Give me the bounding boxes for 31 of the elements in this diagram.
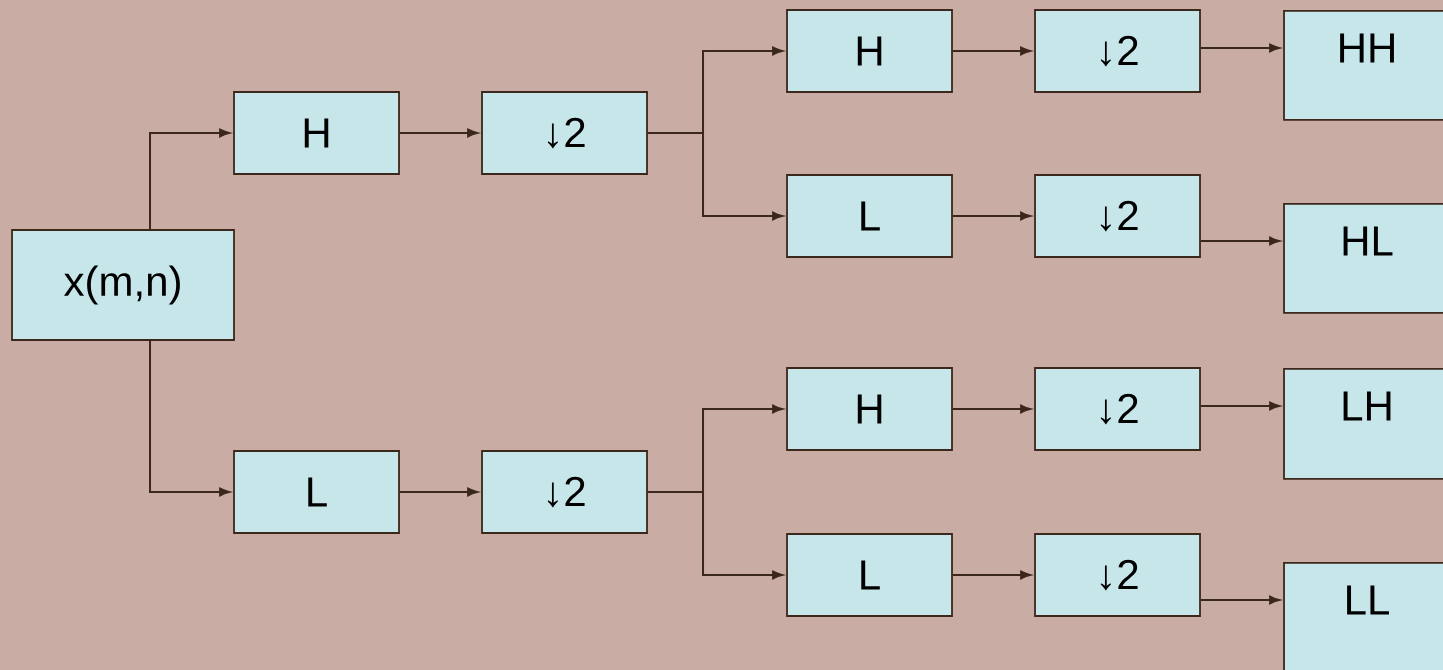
process-box: HL [1283,203,1443,314]
process-box: ↓2 [481,450,648,534]
process-box: ↓2 [1034,9,1201,93]
arrow [1199,401,1280,411]
process-box: x(m,n) [11,229,235,341]
process-box: ↓2 [1034,367,1201,451]
process-box: L [233,450,400,534]
arrow [646,491,783,580]
process-box: H [786,367,953,451]
arrow [398,128,478,138]
process-box: LH [1283,368,1443,480]
arrow [951,211,1031,221]
process-box: HH [1283,10,1443,121]
arrow [1199,236,1280,246]
arrow [149,339,230,497]
process-box: LL [1283,562,1443,670]
arrow [951,570,1031,580]
arrow [951,404,1031,414]
process-box: H [786,9,953,93]
arrow [149,128,230,231]
process-box: ↓2 [1034,174,1201,258]
process-box: ↓2 [1034,533,1201,617]
arrow [1199,43,1280,53]
arrow [646,132,783,221]
process-box: H [233,91,400,175]
arrow [398,487,478,497]
process-box: ↓2 [481,91,648,175]
process-box: L [786,174,953,258]
process-box: L [786,533,953,617]
arrow [1199,595,1280,605]
arrow [951,46,1031,56]
